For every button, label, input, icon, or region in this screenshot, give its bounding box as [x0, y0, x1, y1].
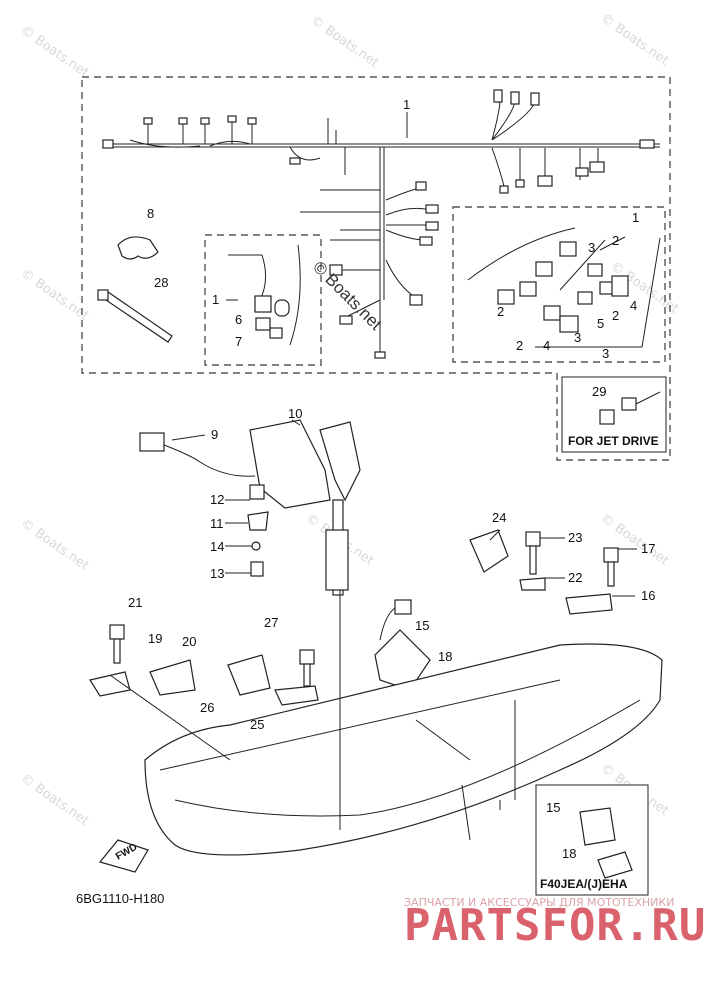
- fwd-arrow: FWD: [98, 839, 149, 873]
- harness-group-frame: [81, 76, 671, 461]
- watermark: © Boats.net: [18, 516, 92, 574]
- callout-26: 26: [200, 700, 214, 715]
- callout-6: 6: [235, 312, 242, 327]
- callout-16: 16: [641, 588, 655, 603]
- wire-harness: [102, 89, 660, 359]
- jet-drive-caption: FOR JET DRIVE: [568, 434, 659, 448]
- callout-24: 24: [492, 510, 506, 525]
- connector-29: [599, 391, 661, 425]
- f40-caption: F40JEA/(J)EHA: [540, 877, 628, 891]
- leader-lines: [109, 112, 637, 800]
- callout-17: 17: [641, 541, 655, 556]
- tie-band-28: [97, 289, 173, 343]
- callout-11: 11: [210, 516, 224, 531]
- callout-4: 4: [630, 298, 637, 313]
- callout-4: 4: [543, 338, 550, 353]
- callout-9: 9: [211, 427, 218, 442]
- callout-1: 1: [403, 97, 410, 112]
- diagram-code: 6BG1110-H180: [76, 891, 164, 906]
- callout-20: 20: [182, 634, 196, 649]
- watermark: © Boats.net: [18, 23, 92, 81]
- sub-harness-frame: [204, 234, 322, 366]
- callout-25: 25: [250, 717, 264, 732]
- callout-1: 1: [212, 292, 219, 307]
- bracket-assembly: [139, 419, 361, 596]
- callout-5: 5: [597, 316, 604, 331]
- engine-cowling: [144, 590, 663, 856]
- callout-29: 29: [592, 384, 606, 399]
- connector-set: [467, 227, 661, 348]
- callout-8: 8: [147, 206, 154, 221]
- brand-logo: PARTSFOR.RU: [404, 900, 706, 951]
- watermark: © Boats.net: [18, 771, 92, 829]
- callout-12: 12: [210, 492, 224, 507]
- callout-2: 2: [516, 338, 523, 353]
- clamp-8: [117, 236, 159, 260]
- callout-14: 14: [210, 539, 224, 554]
- watermark: © Boats.net: [598, 11, 672, 69]
- callout-28: 28: [154, 275, 168, 290]
- callout-21: 21: [128, 595, 142, 610]
- callout-3: 3: [574, 330, 581, 345]
- callout-15-inset: 15: [546, 800, 560, 815]
- callout-10: 10: [288, 406, 302, 421]
- sub-harness: [228, 244, 301, 346]
- watermark: © Boats.net: [308, 13, 382, 71]
- callout-7: 7: [235, 334, 242, 349]
- jet-drive-inset: [561, 376, 667, 453]
- connector-frame: [452, 206, 666, 363]
- callout-3: 3: [602, 346, 609, 361]
- callout-13: 13: [210, 566, 224, 581]
- callout-3: 3: [588, 240, 595, 255]
- part-15-inset: [579, 807, 616, 846]
- callout-15: 15: [415, 618, 429, 633]
- callout-18: 18: [438, 649, 452, 664]
- callouts: 1 1 1 2 2 2 2 3 3 3 4 4 5 6 7 8 9 10 11 …: [128, 97, 655, 861]
- callout-22: 22: [568, 570, 582, 585]
- callout-19: 19: [148, 631, 162, 646]
- brand-subtitle: ЗАПЧАСТИ И АКСЕССУАРЫ ДЛЯ МОТОТЕХНИКИ: [404, 896, 674, 909]
- callout-2: 2: [612, 233, 619, 248]
- watermark: © Boats.net: [18, 266, 92, 324]
- callout-27: 27: [264, 615, 278, 630]
- callout-23: 23: [568, 530, 582, 545]
- lower-left-parts: [89, 624, 319, 706]
- part-18-inset: [597, 851, 633, 879]
- callout-18-inset: 18: [562, 846, 576, 861]
- callout-1: 1: [632, 210, 639, 225]
- callout-2: 2: [497, 304, 504, 319]
- callout-2: 2: [612, 308, 619, 323]
